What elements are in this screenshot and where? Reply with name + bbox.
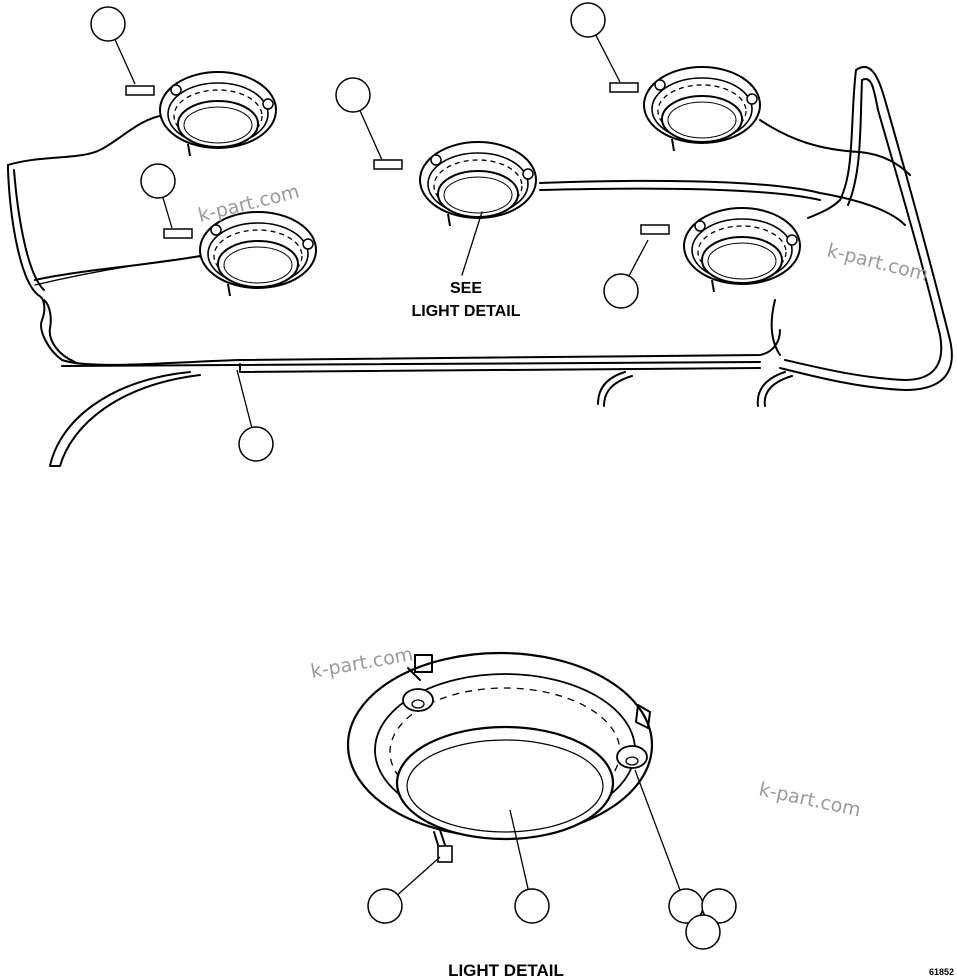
stud-right [635, 704, 651, 729]
lamp-front-right [683, 207, 801, 293]
callouts-top [90, 2, 649, 462]
lamp-lens [395, 725, 615, 841]
callout-detail-leader-2 [509, 809, 529, 890]
wire-right [759, 119, 911, 356]
mounting-bolt-left [402, 688, 434, 712]
callout-top-balloon-6 [238, 426, 274, 462]
support-leg-1 [597, 371, 633, 407]
bracket-clips [125, 82, 670, 239]
callout-top-leader-4 [162, 197, 173, 229]
lamp-rear-left [159, 71, 277, 157]
wire-loop [539, 179, 906, 226]
watermark-2: k-part.com [825, 240, 931, 286]
callout-top-leader-2 [595, 34, 621, 83]
see-label: SEE [450, 280, 482, 297]
see-detail-leader [461, 211, 483, 276]
callout-top-leader-1 [114, 39, 136, 85]
callout-detail-leader-3 [634, 769, 681, 891]
mounting-bolt-right [616, 745, 648, 769]
callouts-detail [367, 769, 737, 950]
wire-lamp-4 [34, 255, 206, 286]
callout-top-balloon-2 [570, 2, 606, 38]
frame-rail [7, 114, 781, 366]
lamp-lens-inner [406, 739, 604, 833]
light-detail-view: LIGHT DETAIL [346, 651, 737, 978]
roof-light-bar-assembly: SEE LIGHT DETAIL [7, 2, 953, 467]
callout-detail-balloon-5 [685, 914, 721, 950]
callout-top-leader-6 [236, 369, 253, 428]
lamp-rear-right [643, 66, 761, 152]
main-bar [61, 361, 761, 373]
front-leg [49, 371, 201, 467]
callout-top-balloon-5 [603, 273, 639, 309]
callout-top-balloon-1 [90, 6, 126, 42]
callout-detail-balloon-4 [701, 888, 737, 924]
callout-detail-balloon-2 [514, 888, 550, 924]
light-detail-callout-label: LIGHT DETAIL [411, 303, 520, 320]
lamp-center [419, 141, 537, 227]
lamp-front-left [199, 211, 317, 297]
stud-top [407, 654, 433, 681]
light-detail-title: LIGHT DETAIL [448, 961, 564, 978]
wire-connector [433, 829, 453, 863]
callout-top-balloon-3 [335, 77, 371, 113]
roll-tube [779, 65, 953, 391]
callout-detail-balloon-1 [367, 888, 403, 924]
callout-top-leader-5 [628, 239, 649, 277]
figure-number: 61852 [929, 967, 954, 977]
callout-top-balloon-4 [140, 163, 176, 199]
support-leg-2 [756, 371, 793, 407]
callout-top-leader-3 [359, 110, 383, 161]
watermark-4: k-part.com [757, 778, 863, 821]
callout-detail-leader-1 [397, 856, 441, 896]
